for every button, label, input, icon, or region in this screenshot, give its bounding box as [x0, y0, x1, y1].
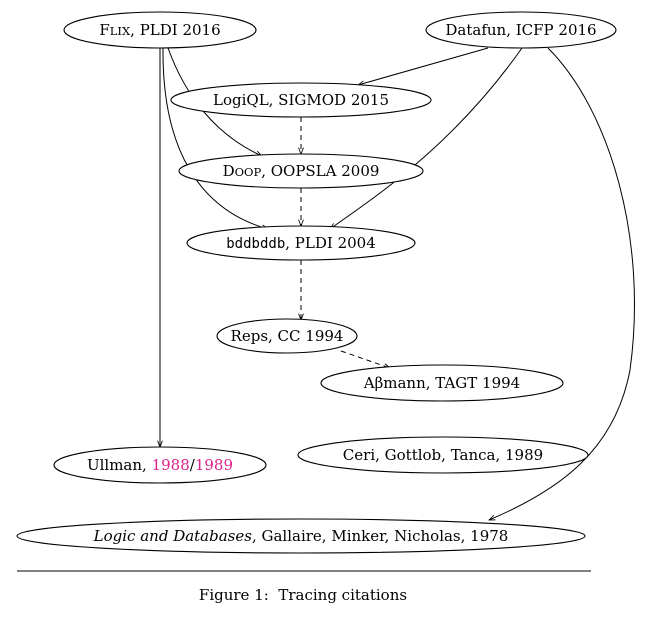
edge-datafun-logiql — [358, 47, 489, 85]
ullman-prefix: Ullman, — [87, 456, 152, 474]
edge-reps-assmann — [340, 350, 390, 368]
edge-flix-bddbddb — [162, 47, 268, 229]
node-logiql: LogiQL, SIGMOD 2015 — [170, 82, 432, 118]
node-reps-label: Reps, CC 1994 — [231, 327, 344, 345]
node-datafun-ellipse — [425, 11, 617, 49]
node-ceri-label: Ceri, Gottlob, Tanca, 1989 — [343, 446, 543, 464]
node-logic-databases-label: Logic and Databases, Gallaire, Minker, N… — [93, 527, 509, 545]
node-doop-label: DOOP, OOPSLA 2009 — [223, 162, 380, 180]
node-logic-databases-ellipse — [16, 518, 586, 554]
node-logiql-label: LogiQL, SIGMOD 2015 — [213, 91, 389, 109]
edge-datafun-bddbddb — [330, 47, 523, 229]
doop-name-first: D — [223, 162, 235, 180]
node-assmann: Aβmann, TAGT 1994 — [320, 364, 564, 402]
node-ceri-ellipse — [297, 436, 589, 474]
doop-name-rest: OOP — [235, 165, 262, 179]
node-doop: DOOP, OOPSLA 2009 — [178, 153, 424, 189]
node-ullman-label: Ullman, 1988/1989 — [87, 456, 233, 474]
bddbddb-name: bddbddb — [226, 236, 285, 252]
node-ullman: Ullman, 1988/1989 — [53, 446, 267, 484]
node-bddbddb: bddbddb, PLDI 2004 — [186, 225, 416, 261]
node-doop-ellipse — [178, 153, 424, 189]
logic-databases-authors: , Gallaire, Minker, Nicholas, 1978 — [252, 527, 508, 545]
node-ullman-ellipse — [53, 446, 267, 484]
logic-databases-title: Logic and Databases — [93, 527, 253, 545]
node-assmann-label: Aβmann, TAGT 1994 — [363, 374, 520, 392]
node-reps: Reps, CC 1994 — [216, 318, 358, 354]
node-logic-databases: Logic and Databases, Gallaire, Minker, N… — [16, 518, 586, 554]
ullman-year-1988: 1988 — [152, 456, 190, 474]
doop-venue: , OOPSLA 2009 — [261, 162, 379, 180]
flix-name-first: F — [99, 21, 109, 39]
flix-venue: , PLDI 2016 — [130, 21, 220, 39]
node-bddbddb-label: bddbddb, PLDI 2004 — [226, 234, 376, 252]
node-assmann-ellipse — [320, 364, 564, 402]
flix-name-rest: LIX — [110, 24, 131, 38]
ullman-separator: / — [190, 456, 196, 474]
node-flix: FLIX, PLDI 2016 — [63, 11, 257, 49]
node-datafun: Datafun, ICFP 2016 — [425, 11, 617, 49]
node-datafun-label: Datafun, ICFP 2016 — [445, 21, 596, 39]
node-flix-ellipse — [63, 11, 257, 49]
node-reps-ellipse — [216, 318, 358, 354]
bddbddb-venue: , PLDI 2004 — [285, 234, 375, 252]
node-ceri: Ceri, Gottlob, Tanca, 1989 — [297, 436, 589, 474]
ullman-year-1989: 1989 — [195, 456, 233, 474]
node-bddbddb-ellipse — [186, 225, 416, 261]
edge-datafun-logic-databases — [489, 47, 635, 521]
node-flix-label: FLIX, PLDI 2016 — [99, 21, 220, 39]
figure-caption: Figure 1: Tracing citations — [199, 586, 407, 604]
node-logiql-ellipse — [170, 82, 432, 118]
